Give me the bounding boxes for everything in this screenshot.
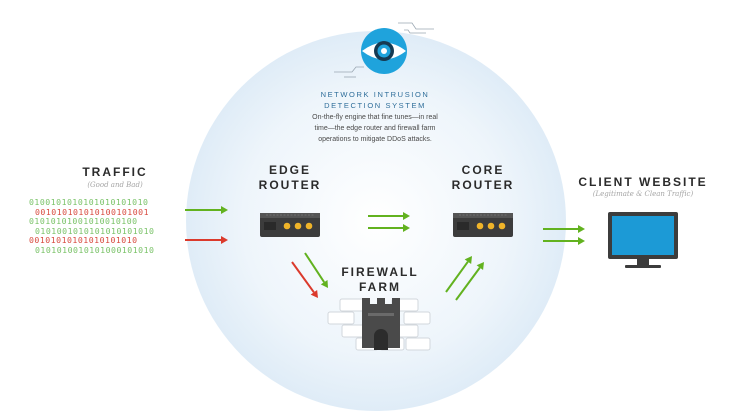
firewall-line2: FARM bbox=[359, 280, 401, 294]
core-router-label: CORE ROUTER bbox=[438, 163, 528, 193]
traffic-bit-row: 01010101001010010100 bbox=[29, 216, 138, 227]
core-router-icon bbox=[453, 213, 513, 237]
edge-to-firewall-bad-arrow bbox=[291, 261, 318, 298]
nids-desc-line2: time—the edge router and firewall farm bbox=[314, 125, 436, 132]
traffic-bit-row: 0100101010101010101010 bbox=[29, 197, 149, 207]
firewall-to-core-arrow bbox=[445, 256, 472, 293]
edge-router-line1: EDGE bbox=[268, 163, 311, 177]
traffic-subtitle: (Good and Bad) bbox=[87, 181, 143, 189]
traffic-good-arrow bbox=[185, 206, 228, 214]
edge-to-core-arrow bbox=[368, 224, 410, 232]
core-router-line1: CORE bbox=[461, 163, 505, 177]
client-website-subtitle: (Legitimate & Clean Traffic) bbox=[592, 190, 694, 198]
nids-coverage-circle bbox=[186, 31, 566, 411]
client-website-title: CLIENT WEBSITE bbox=[578, 175, 708, 189]
core-to-client-arrow bbox=[543, 225, 585, 233]
traffic-bad-arrow bbox=[185, 236, 228, 244]
nids-description: On-the-fly engine that fine tunes—in rea… bbox=[300, 112, 450, 145]
core-to-client-arrow bbox=[543, 237, 585, 245]
edge-router-icon bbox=[260, 213, 320, 237]
nids-title: NETWORK INTRUSION DETECTION SYSTEM bbox=[305, 89, 445, 111]
firewall-to-core-arrow bbox=[455, 262, 484, 301]
traffic-bit-row: 001010101010100101001 bbox=[35, 206, 150, 217]
firewall-label: FIREWALL FARM bbox=[325, 265, 435, 295]
nids-desc-line1: On-the-fly engine that fine tunes—in rea… bbox=[312, 114, 438, 121]
flow-arrows bbox=[185, 206, 585, 301]
firewall-line1: FIREWALL bbox=[341, 265, 419, 279]
nids-title-line2: DETECTION SYSTEM bbox=[324, 101, 426, 110]
edge-router-label: EDGE ROUTER bbox=[245, 163, 335, 193]
traffic-bit-row: 0101001010101010101010 bbox=[35, 225, 155, 236]
nids-desc-line3: operations to mitigate DDoS attacks. bbox=[318, 136, 432, 143]
edge-router-line2: ROUTER bbox=[258, 178, 322, 192]
core-router-line2: ROUTER bbox=[451, 178, 515, 192]
nids-title-line1: NETWORK INTRUSION bbox=[320, 90, 430, 99]
monitor-icon bbox=[608, 212, 678, 268]
edge-to-core-arrow bbox=[368, 212, 410, 220]
eye-icon bbox=[334, 22, 434, 78]
traffic-bit-row: 0101010010101000101010 bbox=[35, 244, 155, 255]
traffic-title: TRAFFIC bbox=[82, 165, 148, 179]
traffic-bit-row: 00101010101010101010 bbox=[29, 235, 138, 246]
castle-icon bbox=[327, 298, 431, 351]
edge-to-firewall-good-arrow bbox=[304, 252, 328, 288]
